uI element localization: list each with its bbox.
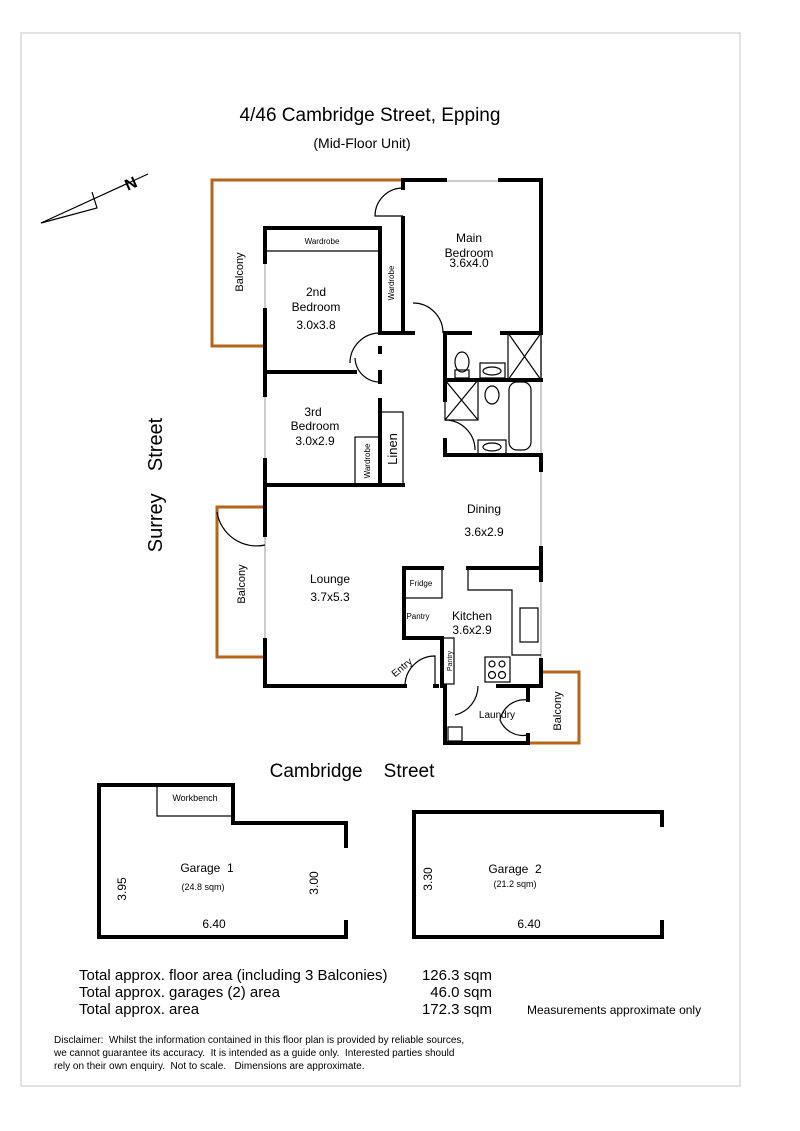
- total-floor-label: Total approx. floor area (including 3 Ba…: [79, 967, 388, 984]
- disclaimer-line: rely on their own enquiry. Not to scale.…: [54, 1061, 365, 1072]
- bedroom2-label: 2nd: [306, 285, 326, 299]
- bedroom2-label-2: Bedroom: [292, 300, 341, 314]
- toilet2-icon: [484, 385, 500, 405]
- disclaimer-line: we cannot guarantee its accuracy. It is …: [53, 1048, 454, 1059]
- balcony-top: [210, 178, 403, 348]
- kitchen-size: 3.6x2.9: [452, 623, 492, 637]
- main-bedroom-label: Main: [456, 231, 482, 245]
- garage2-dim-bottom: 6.40: [517, 917, 541, 931]
- balcony-left: [215, 505, 265, 659]
- garage-1: Workbench Garage 1 (24.8 sqm) 3.95 3.00 …: [97, 783, 348, 939]
- wardrobe-label: Wardrobe: [305, 237, 340, 246]
- plan-title: 4/46 Cambridge Street, Epping: [240, 105, 501, 126]
- disclaimer: Disclaimer: Whilst the information conta…: [53, 1035, 464, 1072]
- walls: [263, 178, 543, 745]
- wardrobe-label-3: Wardrobe: [363, 443, 372, 478]
- toilet-icon: [454, 351, 470, 373]
- windows: [264, 180, 542, 660]
- street-label-cambridge: Cambridge Street: [270, 761, 435, 782]
- page-border: [20, 32, 741, 1087]
- laundry-tub-icon: [447, 726, 463, 742]
- garage-2: Garage 2 (21.2 sqm) 3.30 6.40: [412, 810, 664, 939]
- shower2-icon: [444, 379, 479, 421]
- pantry-label: Pantry: [406, 612, 429, 621]
- garage2-label: Garage 2: [488, 862, 542, 876]
- total-area-label: Total approx. area: [79, 1001, 200, 1018]
- north-arrow-icon: N: [40, 173, 149, 224]
- total-area-value: 172.3 sqm: [422, 1001, 492, 1018]
- total-garage-label: Total approx. garages (2) area: [79, 984, 281, 1001]
- garage2-area: (21.2 sqm): [493, 879, 536, 889]
- disclaimer-line: Disclaimer: Whilst the information conta…: [54, 1035, 464, 1046]
- bedroom3-size: 3.0x2.9: [295, 434, 335, 448]
- fixtures: [216, 187, 542, 742]
- wardrobe-label-2: Wardrobe: [387, 265, 396, 300]
- linen-label: Linen: [385, 433, 400, 465]
- street-label-surrey: Surrey Street: [145, 417, 167, 552]
- measurements-note: Measurements approximate only: [527, 1003, 701, 1017]
- dining-label: Dining: [467, 502, 501, 516]
- balcony-right: [528, 670, 581, 745]
- workbench-label: Workbench: [172, 793, 217, 803]
- garage1-label: Garage 1: [180, 861, 234, 875]
- bedroom2-size: 3.0x3.8: [296, 318, 336, 332]
- lounge-size: 3.7x5.3: [310, 590, 350, 604]
- bedroom3-label: 3rd: [304, 405, 321, 419]
- balcony-label-top: Balcony: [234, 252, 246, 292]
- main-bedroom-size: 3.6x4.0: [449, 256, 489, 270]
- garage1-dim-left: 3.95: [115, 877, 129, 901]
- laundry-label: Laundry: [479, 710, 515, 721]
- shower-icon: [507, 332, 542, 381]
- dining-size: 3.6x2.9: [464, 525, 504, 539]
- kitchen-label: Kitchen: [452, 609, 492, 623]
- sink-icon: [519, 607, 539, 643]
- balcony-label-left: Balcony: [236, 564, 248, 604]
- cooktop-icon: [484, 656, 511, 683]
- total-garage-value: 46.0 sqm: [430, 984, 492, 1001]
- total-floor-value: 126.3 sqm: [422, 967, 492, 984]
- garage2-dim-left: 3.30: [421, 867, 435, 891]
- garage1-dim-bottom: 6.40: [202, 917, 226, 931]
- bath-icon: [508, 381, 532, 451]
- fridge-label: Fridge: [410, 579, 433, 588]
- balcony-label-right: Balcony: [552, 691, 564, 731]
- main-bedroom-label-2: Bedroom: [445, 246, 494, 260]
- garage1-area: (24.8 sqm): [181, 882, 224, 892]
- north-label: N: [122, 174, 139, 194]
- pantry-label-2: Pantry: [447, 650, 454, 671]
- totals: Total approx. floor area (including 3 Ba…: [79, 967, 492, 1018]
- plan-subtitle: (Mid-Floor Unit): [313, 135, 410, 151]
- bedroom3-label-2: Bedroom: [291, 419, 340, 433]
- lounge-label: Lounge: [310, 572, 350, 586]
- garage1-dim-right: 3.00: [307, 871, 321, 895]
